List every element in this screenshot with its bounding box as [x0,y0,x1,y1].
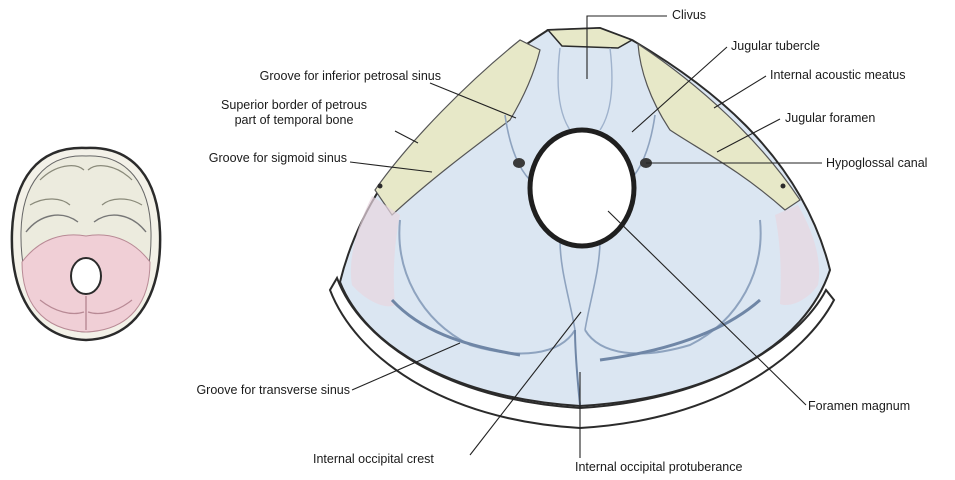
label-groove-sigmoid: Groove for sigmoid sinus [209,151,347,166]
leader-superior-border [395,131,418,143]
skull-base-inset [12,148,160,340]
label-internal-occipital-crest: Internal occipital crest [313,452,434,467]
label-clivus: Clivus [672,8,706,23]
label-hypoglossal-canal: Hypoglossal canal [826,156,927,171]
label-jugular-tubercle: Jugular tubercle [731,39,820,54]
label-jugular-foramen: Jugular foramen [785,111,875,126]
label-internal-occipital-protuberance: Internal occipital protuberance [575,460,742,475]
label-groove-transverse: Groove for transverse sinus [196,383,350,398]
label-internal-acoustic-meatus: Internal acoustic meatus [770,68,906,83]
label-superior-border-line2: part of temporal bone [196,113,392,128]
label-superior-border: Superior border of petrous part of tempo… [196,98,392,128]
label-foramen-magnum: Foramen magnum [808,399,910,414]
label-superior-border-line1: Superior border of petrous [196,98,392,113]
leader-internal-acoustic-meatus [714,76,766,108]
label-groove-inferior-petrosal: Groove for inferior petrosal sinus [260,69,441,84]
posterior-fossa [330,28,834,428]
